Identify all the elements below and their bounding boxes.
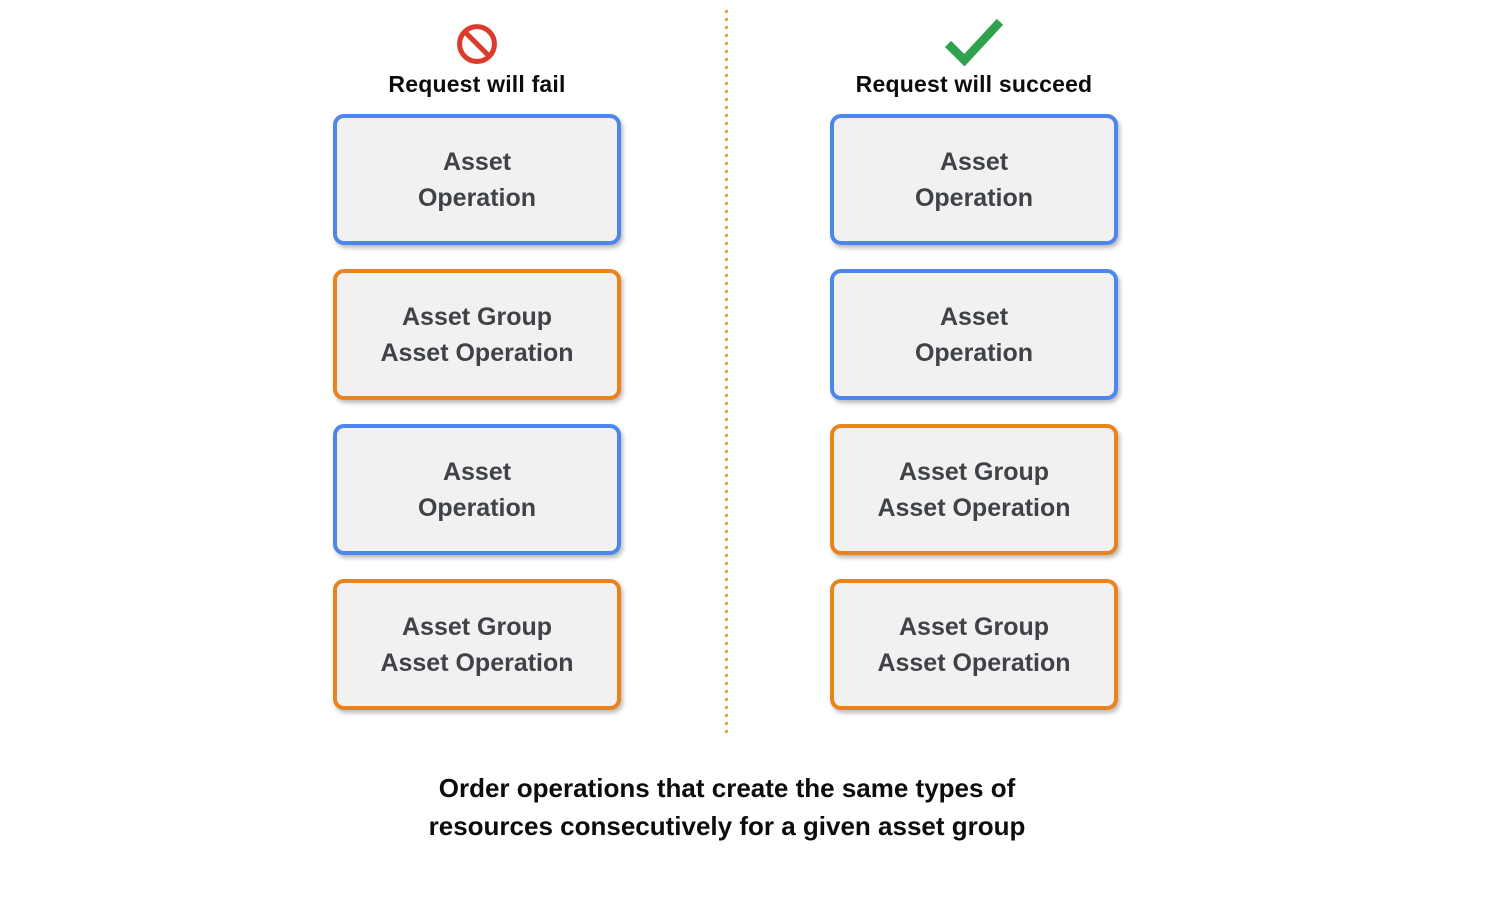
asset-group-asset-operation-box: Asset Group Asset Operation (333, 269, 621, 400)
asset-operation-box: Asset Operation (333, 424, 621, 555)
caption-line-1: Order operations that create the same ty… (438, 773, 1016, 803)
succeed-header-label: Request will succeed (855, 71, 1093, 97)
box-label-line: Asset Operation (380, 648, 574, 677)
box-label-line: Asset (939, 147, 1009, 176)
box-label-line: Asset Group (898, 612, 1050, 641)
column-succeed: Request will succeed Asset Operation Ass… (830, 10, 1118, 734)
box-label-line: Operation (914, 183, 1034, 212)
box-label-line: Asset Operation (877, 648, 1071, 677)
caption-line-2: resources consecutively for a given asse… (428, 811, 1026, 841)
divider-dotted-line (725, 10, 728, 737)
asset-operation-box: Asset Operation (830, 114, 1118, 245)
succeed-header: Request will succeed (856, 10, 1093, 98)
box-label-line: Asset (442, 457, 512, 486)
asset-group-asset-operation-box: Asset Group Asset Operation (333, 579, 621, 710)
box-label-line: Asset Operation (877, 493, 1071, 522)
asset-group-asset-operation-box: Asset Group Asset Operation (830, 579, 1118, 710)
column-fail: Request will fail Asset Operation Asset … (333, 10, 621, 734)
box-label-line: Operation (914, 338, 1034, 367)
asset-operation-box: Asset Operation (830, 269, 1118, 400)
box-label-line: Asset Group (401, 302, 553, 331)
box-label-line: Operation (417, 183, 537, 212)
asset-group-asset-operation-box: Asset Group Asset Operation (830, 424, 1118, 555)
box-label-line: Asset Group (898, 457, 1050, 486)
asset-operation-box: Asset Operation (333, 114, 621, 245)
fail-header-label: Request will fail (388, 71, 566, 97)
box-label-line: Asset Group (401, 612, 553, 641)
box-label-line: Asset (939, 302, 1009, 331)
fail-header: Request will fail (388, 10, 565, 98)
box-label-line: Asset (442, 147, 512, 176)
caption: Order operations that create the same ty… (227, 769, 1227, 845)
box-label-line: Operation (417, 493, 537, 522)
box-label-line: Asset Operation (380, 338, 574, 367)
checkmark-icon (940, 10, 1008, 66)
prohibition-icon (455, 10, 499, 66)
